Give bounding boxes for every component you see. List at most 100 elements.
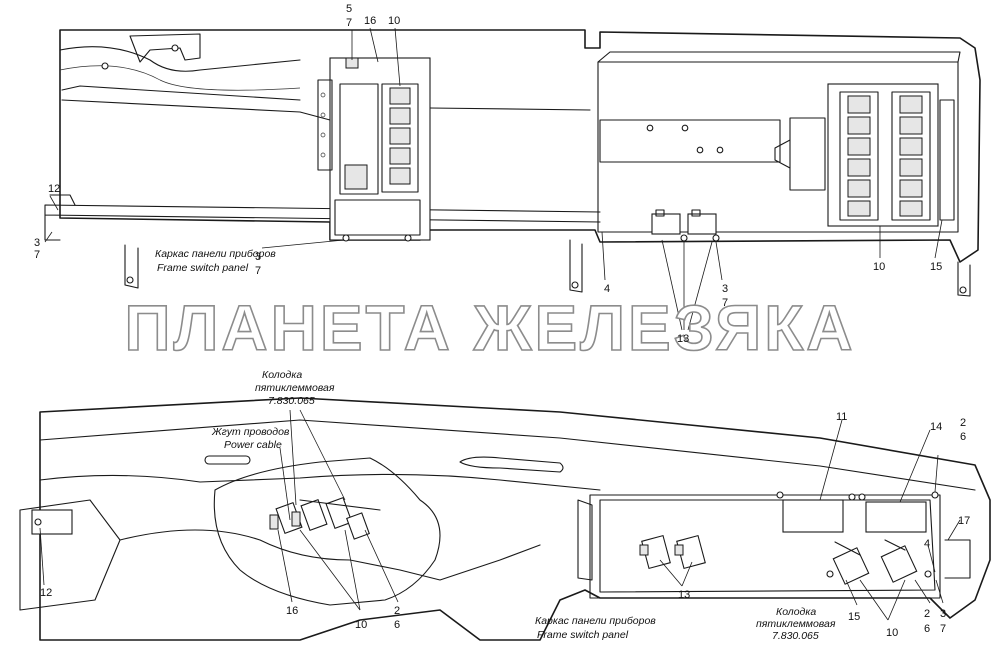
caption-frame-ru: Каркас панели приборов <box>155 248 276 260</box>
bottom-leaders <box>39 409 961 621</box>
top-bolt <box>126 276 134 284</box>
label-7: 7 <box>34 249 40 261</box>
panel-right-box-tab <box>774 139 791 169</box>
fuse-block-left <box>329 57 431 241</box>
caption-frame-en: Frame switch panel <box>157 262 249 274</box>
dots-left-side <box>320 92 326 158</box>
label-16: 16 <box>286 605 298 617</box>
label-4: 4 <box>604 283 610 295</box>
bottom-left-bracket <box>577 499 593 581</box>
label-16: 16 <box>364 15 376 27</box>
panel-right-top <box>597 51 961 63</box>
label-6: 6 <box>394 619 400 631</box>
label-10: 10 <box>388 15 400 27</box>
label-6: 6 <box>960 431 966 443</box>
top-leaders <box>44 27 943 331</box>
caption-frame-ru: Каркас панели приборов <box>535 615 656 627</box>
caption-connector-ru-2: пятиклеммовая <box>255 382 335 394</box>
caption-connector-code: 7.830.065 <box>268 395 315 407</box>
panel-right-frame <box>597 61 959 233</box>
label-11: 11 <box>836 411 847 423</box>
label-12: 12 <box>48 183 60 195</box>
caption-harness-ru: Жгут проводов <box>211 426 290 438</box>
label-10: 10 <box>355 619 367 631</box>
caption-frame-en: Frame switch panel <box>537 629 629 641</box>
relay-small <box>344 164 368 190</box>
label-15: 15 <box>848 611 860 623</box>
label-2: 2 <box>394 605 400 617</box>
top-bolt <box>404 234 412 242</box>
fuse-block-left-side <box>317 79 333 171</box>
label-7: 7 <box>722 297 728 309</box>
bottom-view <box>19 397 991 641</box>
top-view <box>44 27 981 331</box>
label-3: 3 <box>940 608 946 620</box>
caption-harness-en: Power cable <box>224 439 282 451</box>
top-bolt <box>571 281 579 289</box>
connector-pair-left <box>269 497 381 540</box>
top-curve-left <box>59 46 301 72</box>
bottom-panel-bolts <box>776 491 939 578</box>
slot-left <box>204 455 251 465</box>
top-rail <box>44 204 601 241</box>
fuse-column-right-b <box>891 91 931 221</box>
label-17: 17 <box>958 515 970 527</box>
fuse-block-right-side <box>939 99 955 221</box>
label-2: 2 <box>960 417 966 429</box>
label-7: 7 <box>346 17 352 29</box>
top-right-bracket <box>569 239 971 297</box>
label-3: 3 <box>34 237 40 249</box>
bottom-cutout-lower <box>119 529 541 581</box>
label-13: 13 <box>677 333 689 345</box>
caption-connector2-ru-2: пятиклеммовая <box>756 618 836 630</box>
bottom-inner-line-2 <box>39 473 601 491</box>
fuse-column-right-a <box>839 91 879 221</box>
label-10: 10 <box>873 261 885 273</box>
label-14: 14 <box>930 421 942 433</box>
panel-right-bolts <box>646 124 724 154</box>
bottom-inner-line <box>39 419 976 491</box>
fuse-block-left-plate <box>339 83 379 195</box>
fuse-block-left-base <box>334 199 421 236</box>
panel-right-box <box>789 117 826 191</box>
label-10: 10 <box>886 627 898 639</box>
box-14 <box>865 501 927 533</box>
label-4: 4 <box>924 538 930 550</box>
caption-connector2-code: 7.830.065 <box>772 630 819 642</box>
caption-connector2-ru-1: Колодка <box>776 606 816 618</box>
bottom-panel-frame <box>589 494 941 599</box>
box-11 <box>782 499 844 533</box>
bottom-right-bracket <box>944 539 971 579</box>
relays-13 <box>639 534 706 570</box>
top-labels: 5 7 16 10 12 3 7 Каркас панели приборов … <box>34 3 942 345</box>
bottom-labels: Колодка пятиклеммовая 7.830.065 Жгут про… <box>40 369 970 642</box>
connectors-13-top <box>651 209 720 242</box>
top-inner-line-2 <box>61 85 301 101</box>
label-13: 13 <box>678 589 690 601</box>
top-bolt <box>342 234 350 242</box>
top-curve-left-2 <box>59 65 301 91</box>
panel-right-plate <box>599 119 781 163</box>
label-5: 5 <box>346 3 352 15</box>
bracket-12 <box>19 499 121 611</box>
fuse-column-left <box>381 83 419 193</box>
label-7: 7 <box>255 265 261 277</box>
watermark-text: ПЛАНЕТА ЖЕЛЕЗЯКА <box>125 292 856 364</box>
top-bolt <box>959 286 967 294</box>
top-bolt <box>171 44 179 52</box>
bottom-dashboard-outline <box>39 397 991 641</box>
label-7: 7 <box>940 623 946 635</box>
label-2: 2 <box>924 608 930 620</box>
top-bolt <box>101 62 109 70</box>
connectors-right-panel <box>832 539 918 585</box>
bottom-cutout <box>213 457 441 606</box>
label-15: 15 <box>930 261 942 273</box>
label-3: 3 <box>255 251 261 263</box>
slot-mid <box>459 456 564 473</box>
top-rail-left-bracket <box>49 194 139 289</box>
top-bracket-left <box>129 33 201 63</box>
label-12: 12 <box>40 587 52 599</box>
label-3: 3 <box>722 283 728 295</box>
